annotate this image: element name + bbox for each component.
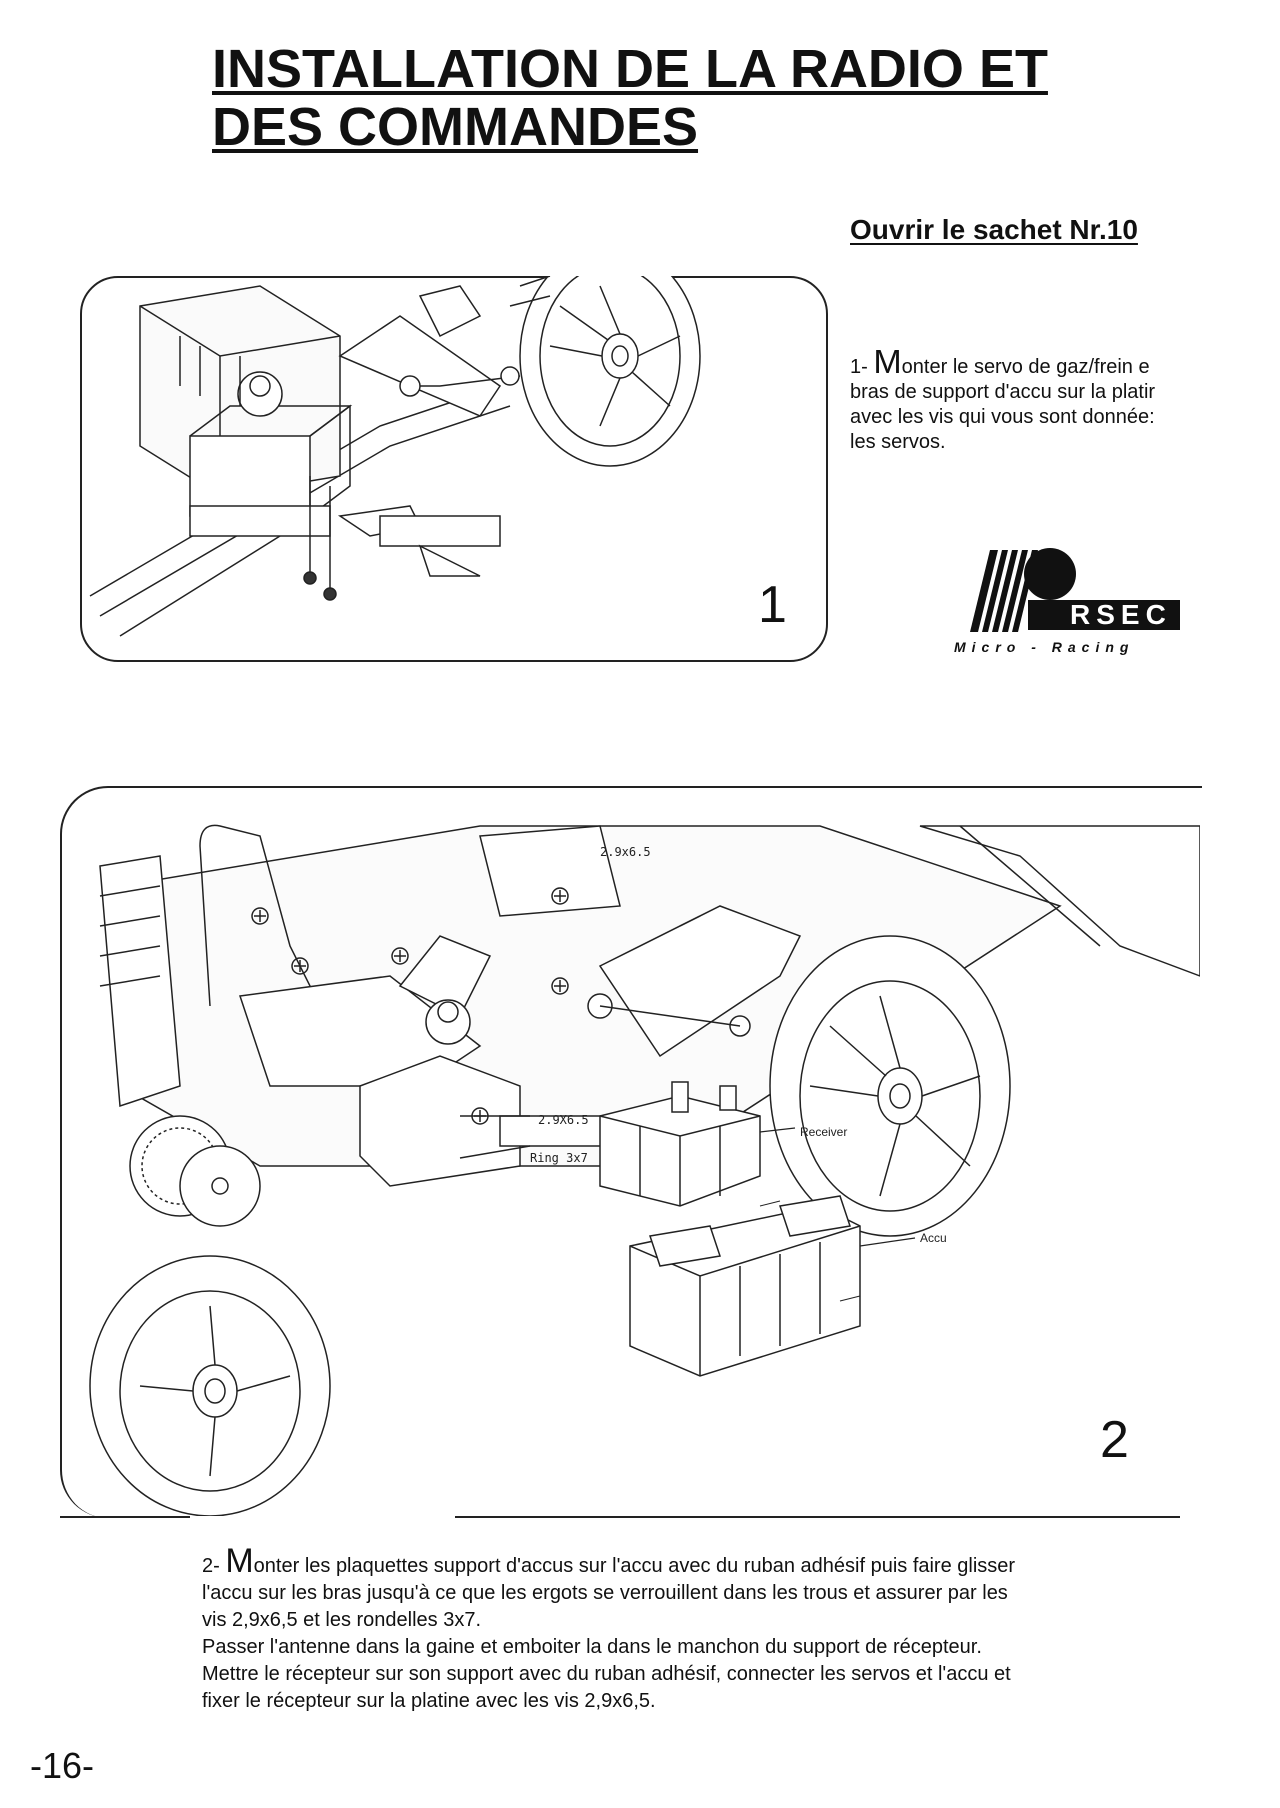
page-number: -16-: [30, 1745, 95, 1786]
step-1-line-4: les servos.: [850, 431, 946, 453]
step-2-prefix: 2-: [202, 1555, 226, 1577]
page-title: INSTALLATION DE LA RADIO ET DES COMMANDE…: [212, 40, 1092, 156]
figure-1-number: 1: [758, 576, 787, 634]
label-receiver: Receiver: [800, 1125, 847, 1139]
label-screw-top: 2.9x6.5: [600, 845, 651, 859]
figure-2-frame-bottom-left: [60, 1516, 190, 1518]
step-2-first-line: onter les plaquettes support d'accus sur…: [253, 1555, 1016, 1577]
step-2-line-4: Passer l'antenne dans la gaine et emboit…: [202, 1636, 982, 1658]
step-2-line-1: 2- Monter les plaquettes support d'accus…: [202, 1544, 1182, 1580]
figure-2-frame: [60, 786, 1202, 1518]
svg-text:RSEC: RSEC: [1070, 599, 1172, 630]
step-2-line-6: fixer le récepteur sur la platine avec l…: [202, 1690, 656, 1712]
page-title-line2: DES COMMANDES: [212, 97, 699, 157]
figure-1-illustration: [89, 276, 701, 637]
step-1-initial: M: [873, 350, 902, 381]
step-2-line-3: vis 2,9x6,5 et les rondelles 3x7.: [202, 1609, 482, 1631]
step-2-line-2: l'accu sur les bras jusqu'à ce que les e…: [202, 1582, 1008, 1604]
step-1-line-3: avec les vis qui vous sont donnée:: [850, 406, 1155, 428]
step-1-line-1: onter le servo de gaz/frein e: [901, 356, 1150, 378]
svg-text:Micro - Racing: Micro - Racing: [954, 639, 1134, 655]
step-1-line-2: bras de support d'accu sur la platir: [850, 381, 1156, 403]
step-1-text: 1- Monter le servo de gaz/frein e bras d…: [850, 350, 1280, 470]
label-accu: Accu: [920, 1231, 947, 1245]
step-1-prefix: 1-: [850, 356, 874, 378]
step-2-initial: M: [225, 1542, 254, 1580]
figure-2-frame-bottom-right: [455, 1516, 1180, 1518]
figure-2-number: 2: [1100, 1411, 1129, 1469]
page-title-line1: INSTALLATION DE LA RADIO ET: [212, 39, 1048, 99]
step-2-line-5: Mettre le récepteur sur son support avec…: [202, 1663, 1011, 1685]
figure-1-frame: [80, 276, 828, 662]
bag-subtitle: Ouvrir le sachet Nr.10: [850, 214, 1138, 245]
label-screw-bottom: 2.9X6.5: [538, 1113, 589, 1127]
label-ring: Ring 3x7: [530, 1151, 588, 1165]
step-2-text: 2- Monter les plaquettes support d'accus…: [202, 1544, 1182, 1715]
figure-2-illustration: 2.9x6.5 2.9X6.5 Ring 3x7 Receiver Accu: [89, 824, 1200, 1516]
arsec-logo: RSEC Micro - Racing: [954, 548, 1180, 655]
